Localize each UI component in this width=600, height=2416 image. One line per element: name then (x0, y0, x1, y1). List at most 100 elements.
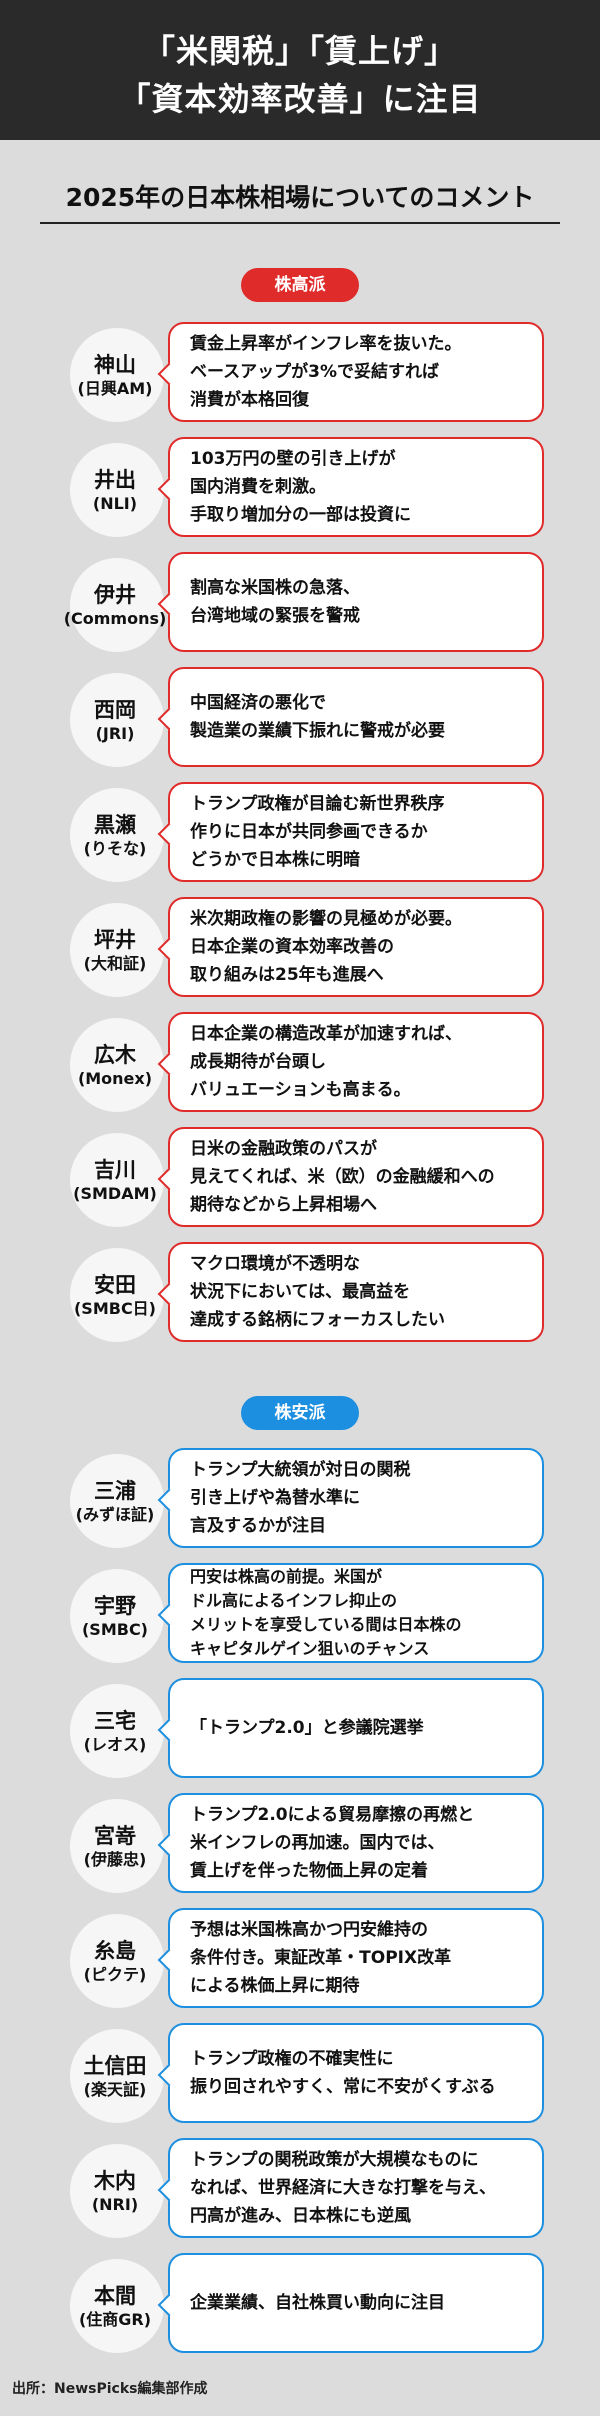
avatar (70, 1248, 164, 1342)
source-note: 出所：NewsPicks編集部作成 (12, 2381, 208, 2397)
comment-line: バリュエーションも高まる。 (190, 1080, 411, 1100)
comment-bubble: マクロ環境が不透明な状況下においては、最高益を達成する銘柄にフォーカスしたい (157, 1242, 544, 1342)
comment-line: 日本企業の資本効率改善の (190, 937, 394, 957)
analyst-name: 糸島(ピクテ) (40, 1938, 190, 1986)
comment-line: 日本企業の構造改革が加速すれば、 (190, 1024, 462, 1044)
analyst-organization: (NRI) (91, 2195, 139, 2214)
comment-line: 成長期待が台頭し (190, 1052, 326, 1072)
analyst-name: 広木 (Monex) (40, 1042, 190, 1090)
avatar (70, 1454, 164, 1548)
comment-bubble: トランプ大統領が対日の関税引き上げや為替水準に言及するかが注目 (157, 1448, 544, 1548)
avatar (70, 1914, 164, 2008)
analyst-surname: 本間 (94, 2284, 136, 2308)
comment-line: 達成する銘柄にフォーカスしたい (190, 1310, 445, 1330)
comment-entry: 土信田 (楽天証) トランプ政権の不確実性に振り回されやすく、常に不安がくすぶる (0, 2021, 600, 2129)
analyst-surname: 伊井 (94, 583, 136, 607)
comment-bubble: 円安は株高の前提。米国がドル高によるインフレ抑止のメリットを享受している間は日本… (157, 1563, 544, 1663)
comment-entry: 坪井(大和証)米次期政権の影響の見極めが必要。日本企業の資本効率改善の取り組みは… (0, 895, 600, 1003)
analyst-name: 三浦(みずほ証) (40, 1478, 190, 1526)
analyst-surname: 土信田 (83, 2054, 147, 2078)
avatar (70, 673, 164, 767)
comment-text: 円安は株高の前提。米国がドル高によるインフレ抑止のメリットを享受している間は日本… (190, 1565, 528, 1661)
analyst-name: 坪井(大和証) (40, 927, 190, 975)
comment-text: マクロ環境が不透明な状況下においては、最高益を達成する銘柄にフォーカスしたい (190, 1250, 528, 1334)
comment-entry: 吉川(SMDAM)日米の金融政策のパスが見えてくれば、米（欧）の金融緩和への期待… (0, 1125, 600, 1233)
analyst-organization: (大和証) (83, 954, 147, 973)
analyst-name: 神山(日興AM) (40, 352, 190, 400)
analyst-organization: (住商GR) (78, 2310, 152, 2329)
comment-text: 企業業績、自社株買い動向に注目 (190, 2289, 528, 2317)
comment-line: 企業業績、自社株買い動向に注目 (190, 2293, 445, 2313)
comment-entry: 木内 (NRI) トランプの関税政策が大規模なものになれば、世界経済に大きな打撃を与… (0, 2136, 600, 2244)
comment-line: 言及するかが注目 (190, 1516, 326, 1536)
avatar (70, 1018, 164, 1112)
avatar (70, 2259, 164, 2353)
comment-bubble: 日米の金融政策のパスが見えてくれば、米（欧）の金融緩和への期待などから上昇相場へ (157, 1127, 544, 1227)
comment-entry: 宇野(SMBC)円安は株高の前提。米国がドル高によるインフレ抑止のメリットを享受… (0, 1561, 600, 1669)
comment-line: トランプ2.0による貿易摩擦の再燃と (190, 1805, 475, 1825)
comment-line: トランプ大統領が対日の関税 (190, 1460, 411, 1480)
comment-line: 予想は米国株高かつ円安維持の (190, 1920, 428, 1940)
analyst-name: 吉川(SMDAM) (40, 1157, 190, 1205)
analyst-surname: 神山 (94, 353, 136, 377)
comment-entry: 黒瀬 (りそな) トランプ政権が目論む新世界秩序作りに日本が共同参画できるかどうかで… (0, 780, 600, 888)
comment-line: トランプ政権の不確実性に (190, 2049, 394, 2069)
comment-entry: 西岡(JRI)中国経済の悪化で製造業の業績下振れに警戒が必要 (0, 665, 600, 773)
comment-line: 引き上げや為替水準に (190, 1488, 360, 1508)
comment-bubble: 企業業績、自社株買い動向に注目 (157, 2253, 544, 2353)
title-line-1: 「米関税」「賃上げ」 (142, 32, 457, 70)
analyst-organization: (JRI) (95, 724, 135, 743)
comment-text: トランプの関税政策が大規模なものになれば、世界経済に大きな打撃を与え、円高が進み… (190, 2146, 528, 2230)
comment-line: 国内消費を刺激。 (190, 477, 326, 497)
comment-line: 台湾地域の緊張を警戒 (190, 606, 360, 626)
comment-bubble: トランプ政権の不確実性に振り回されやすく、常に不安がくすぶる (157, 2023, 544, 2123)
comment-line: 円安は株高の前提。米国が (190, 1567, 383, 1586)
comment-line: 取り組みは25年も進展へ (190, 965, 384, 985)
analyst-name: 安田(SMBC日) (40, 1272, 190, 1320)
avatar (70, 1569, 164, 1663)
analyst-surname: 木内 (94, 2169, 136, 2193)
avatar (70, 1799, 164, 1893)
comment-entry: 井出(NLI)103万円の壁の引き上げが国内消費を刺激。手取り増加分の一部は投資… (0, 435, 600, 543)
comment-line: トランプの関税政策が大規模なものに (190, 2150, 479, 2170)
comment-text: トランプ政権が目論む新世界秩序作りに日本が共同参画できるかどうかで日本株に明暗 (190, 790, 528, 874)
analyst-name: 井出(NLI) (40, 467, 190, 515)
comment-line: 米インフレの再加速。国内では、 (190, 1833, 445, 1853)
analyst-organization: (Monex) (77, 1069, 153, 1088)
analyst-name: 木内 (NRI) (40, 2168, 190, 2216)
comment-text: 割高な米国株の急落、台湾地域の緊張を警戒 (190, 574, 528, 630)
analyst-name: 黒瀬 (りそな) (40, 812, 190, 860)
comment-text: 中国経済の悪化で製造業の業績下振れに警戒が必要 (190, 689, 528, 745)
analyst-surname: 宇野 (94, 1594, 136, 1618)
comment-text: 予想は米国株高かつ円安維持の条件付き。東証改革・TOPIX改革による株価上昇に期… (190, 1916, 528, 2000)
analyst-surname: 三宅 (94, 1709, 136, 1733)
comment-line: 日米の金融政策のパスが (190, 1139, 377, 1159)
comment-line: ドル高によるインフレ抑止の (190, 1591, 398, 1610)
comment-line: 期待などから上昇相場へ (190, 1195, 377, 1215)
comment-entry: 糸島(ピクテ)予想は米国株高かつ円安維持の条件付き。東証改革・TOPIX改革によ… (0, 1906, 600, 2014)
comment-bubble: トランプの関税政策が大規模なものになれば、世界経済に大きな打撃を与え、円高が進み… (157, 2138, 544, 2238)
bull-group-badge: 株高派 (241, 268, 359, 302)
avatar (70, 788, 164, 882)
comment-line: 円高が進み、日本株にも逆風 (190, 2206, 411, 2226)
analyst-surname: 吉川 (94, 1158, 136, 1182)
comment-bubble: トランプ2.0による貿易摩擦の再燃と米インフレの再加速。国内では、賃上げを伴った… (157, 1793, 544, 1893)
analyst-name: 土信田 (楽天証) (40, 2053, 190, 2101)
avatar (70, 1684, 164, 1778)
comment-text: トランプ政権の不確実性に振り回されやすく、常に不安がくすぶる (190, 2045, 528, 2101)
comment-line: なれば、世界経済に大きな打撃を与え、 (190, 2178, 496, 2198)
comment-text: 「トランプ2.0」と参議院選挙 (190, 1714, 528, 1742)
analyst-organization: (りそな) (83, 839, 147, 858)
analyst-surname: 黒瀬 (94, 813, 136, 837)
comment-entry: 三宅(レオス)「トランプ2.0」と参議院選挙 (0, 1676, 600, 1784)
comment-line: 見えてくれば、米（欧）の金融緩和への (190, 1167, 495, 1187)
analyst-organization: (楽天証) (83, 2080, 147, 2099)
analyst-organization: (Commons) (63, 609, 167, 628)
comment-entry: 三浦(みずほ証)トランプ大統領が対日の関税引き上げや為替水準に言及するかが注目 (0, 1446, 600, 1554)
comment-text: 米次期政権の影響の見極めが必要。日本企業の資本効率改善の取り組みは25年も進展へ (190, 905, 528, 989)
analyst-surname: 広木 (94, 1043, 136, 1067)
comment-line: どうかで日本株に明暗 (190, 850, 360, 870)
comment-line: キャピタルゲイン狙いのチャンス (190, 1639, 430, 1658)
analyst-surname: 井出 (94, 468, 136, 492)
analyst-organization: (みずほ証) (75, 1505, 155, 1524)
